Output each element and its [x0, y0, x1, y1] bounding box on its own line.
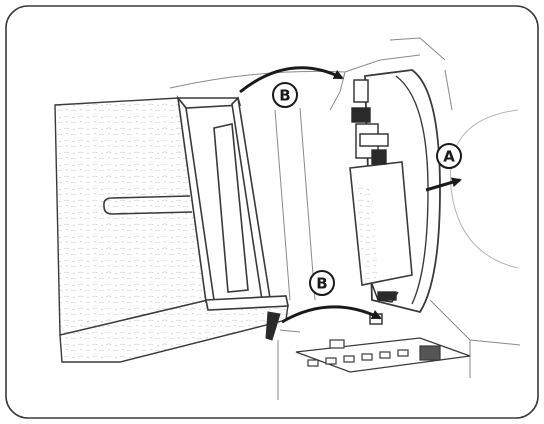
- door-pocket-shade: [356, 184, 378, 282]
- tray-frame: [176, 95, 289, 311]
- tray-clip: [265, 311, 281, 341]
- lower-rail: [295, 337, 471, 373]
- latch-mechanism: [351, 79, 399, 325]
- callout-b-bottom-label: B: [316, 275, 327, 293]
- arrow-a: [425, 177, 462, 192]
- callout-a: A: [436, 143, 462, 169]
- callout-b-bottom: B: [309, 270, 335, 296]
- callout-a-label: A: [443, 148, 455, 166]
- arrow-b-top: [239, 66, 344, 94]
- tray-handle-slot: [103, 195, 193, 215]
- drum-outline: [450, 109, 519, 269]
- callout-b-top: B: [272, 82, 298, 108]
- arrow-b-bottom: [281, 305, 382, 324]
- callout-b-top-label: B: [279, 87, 290, 105]
